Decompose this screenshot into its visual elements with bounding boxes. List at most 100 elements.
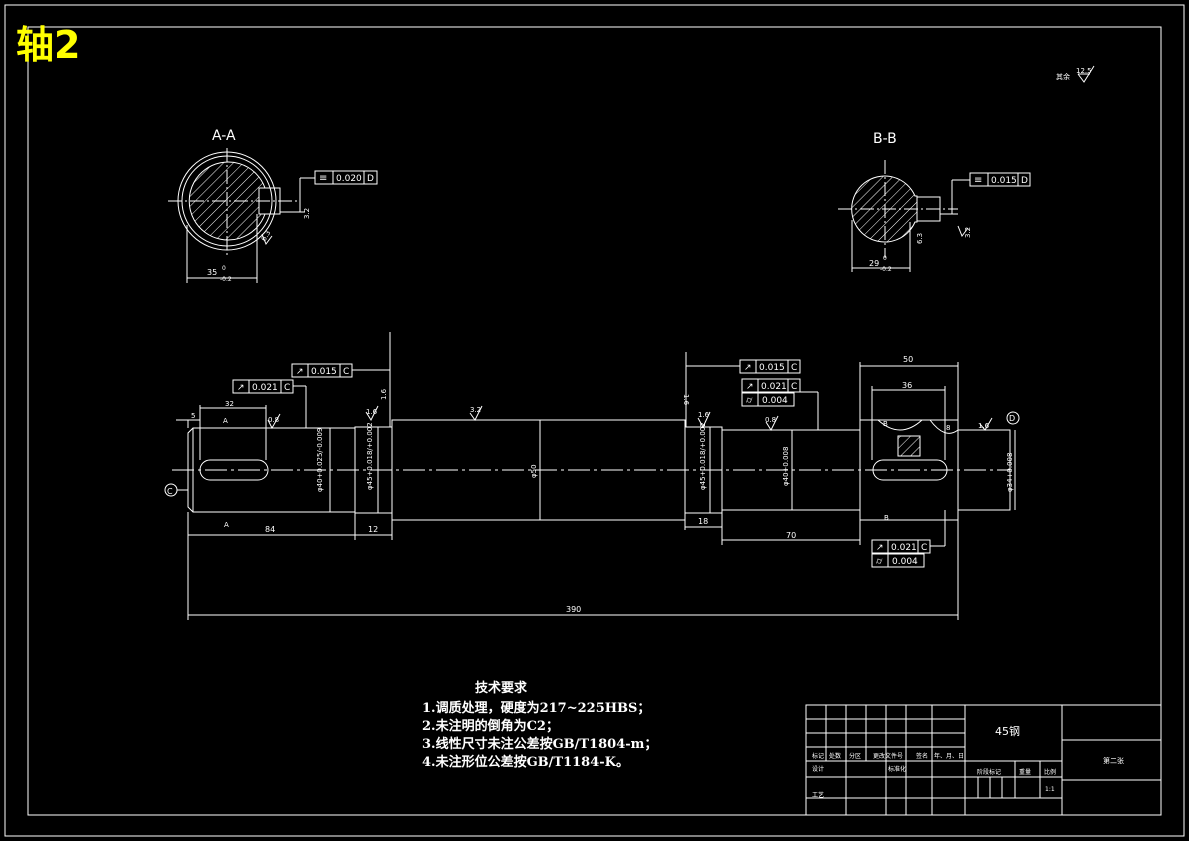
section-a-label: A-A bbox=[212, 128, 236, 144]
svg-text:B: B bbox=[883, 420, 888, 428]
svg-text:⌭: ⌭ bbox=[876, 557, 883, 567]
svg-text:D: D bbox=[367, 174, 374, 184]
svg-text:A: A bbox=[223, 417, 228, 425]
svg-text:8: 8 bbox=[946, 424, 950, 432]
tol-left-1: ↗ 0.021 C bbox=[232, 379, 307, 428]
svg-text:比例: 比例 bbox=[1044, 768, 1056, 776]
tech-req-item: 4.未注形位公差按GB/T1184-K。 bbox=[422, 754, 629, 770]
svg-text:φ34+0.008: φ34+0.008 bbox=[1006, 453, 1014, 492]
svg-text:36: 36 bbox=[902, 381, 912, 390]
svg-text:D: D bbox=[1009, 414, 1015, 423]
svg-text:工艺: 工艺 bbox=[812, 791, 824, 799]
section-a-a: A-A 35 0 -0.2 ≡ 0.020 D 3.2 6.3 bbox=[168, 128, 378, 283]
svg-text:C: C bbox=[921, 543, 927, 553]
svg-text:0.015: 0.015 bbox=[759, 363, 785, 373]
svg-text:1:1: 1:1 bbox=[1045, 786, 1055, 793]
svg-text:φ40+0.025/-0.009: φ40+0.025/-0.009 bbox=[316, 428, 324, 492]
svg-text:29: 29 bbox=[869, 259, 879, 268]
tol-right-2: ↗ 0.021 C ⌭ 0.004 bbox=[741, 378, 819, 430]
svg-text:↗: ↗ bbox=[876, 543, 884, 553]
svg-text:12: 12 bbox=[368, 525, 378, 534]
title-block: 45钢 第二张 标记 处数 分区 更改文件号 签名 年、月、日 设计 标准化 阶… bbox=[805, 704, 1162, 816]
svg-text:32: 32 bbox=[225, 400, 234, 408]
svg-text:1.6: 1.6 bbox=[698, 411, 710, 419]
dim-total: 390 bbox=[566, 605, 581, 614]
svg-text:84: 84 bbox=[265, 525, 275, 534]
svg-text:↗: ↗ bbox=[744, 363, 752, 373]
outer-border bbox=[4, 4, 1185, 837]
svg-text:0.004: 0.004 bbox=[892, 557, 918, 567]
drawing-title: 轴2 bbox=[16, 23, 80, 67]
tech-req-heading: 技术要求 bbox=[475, 680, 528, 696]
svg-text:5: 5 bbox=[191, 412, 195, 420]
svg-text:其余: 其余 bbox=[1056, 72, 1070, 81]
svg-text:处数: 处数 bbox=[829, 752, 841, 760]
svg-text:标记: 标记 bbox=[812, 752, 824, 760]
svg-text:18: 18 bbox=[698, 517, 708, 526]
inner-frame bbox=[27, 26, 1162, 816]
svg-text:更改文件号: 更改文件号 bbox=[873, 752, 903, 760]
svg-text:≡: ≡ bbox=[319, 173, 327, 184]
svg-text:阶段标记: 阶段标记 bbox=[977, 768, 1001, 776]
tech-requirements: 技术要求 1.调质处理，硬度为217~225HBS； 2.未注明的倒角为C2； … bbox=[422, 680, 657, 770]
svg-text:设计: 设计 bbox=[812, 765, 824, 773]
svg-text:0.020: 0.020 bbox=[336, 174, 362, 184]
svg-text:↗: ↗ bbox=[296, 367, 304, 377]
svg-text:70: 70 bbox=[786, 531, 796, 540]
svg-text:6.3: 6.3 bbox=[260, 229, 272, 243]
svg-text:签名: 签名 bbox=[916, 752, 928, 760]
sheet-number: 第二张 bbox=[1103, 756, 1124, 765]
shaft-main-view: 390 84 12 18 70 50 36 8 5 32 φ40+0.025/-… bbox=[164, 332, 1020, 620]
svg-text:0.004: 0.004 bbox=[762, 396, 788, 406]
tech-req-item: 3.线性尺寸未注公差按GB/T1804-m； bbox=[422, 736, 657, 752]
svg-text:1.6: 1.6 bbox=[366, 408, 378, 416]
svg-text:分区: 分区 bbox=[849, 752, 861, 760]
svg-text:0.015: 0.015 bbox=[311, 367, 337, 377]
svg-text:≡: ≡ bbox=[974, 175, 982, 186]
svg-text:-0.2: -0.2 bbox=[220, 276, 232, 283]
svg-text:0.021: 0.021 bbox=[252, 383, 278, 393]
svg-text:3.2: 3.2 bbox=[470, 406, 481, 414]
svg-text:0.021: 0.021 bbox=[891, 543, 917, 553]
section-b-label: B-B bbox=[873, 131, 897, 147]
roughness-rest: 其余 12.5 bbox=[1056, 65, 1095, 83]
svg-text:φ45+0.018/+0.002: φ45+0.018/+0.002 bbox=[699, 422, 707, 490]
svg-text:D: D bbox=[1021, 176, 1028, 186]
svg-text:0.015: 0.015 bbox=[991, 176, 1017, 186]
section-b-b: B-B 29 0 -0.2 ≡ 0.015 D 3.2 6.3 bbox=[838, 131, 1031, 273]
tol-left-2: ↗ 0.015 C bbox=[291, 332, 391, 427]
svg-text:3.2: 3.2 bbox=[964, 227, 972, 238]
svg-text:C: C bbox=[343, 367, 349, 377]
svg-text:12.5: 12.5 bbox=[1076, 67, 1092, 75]
tol-right-1: ↗ 0.015 C bbox=[685, 352, 801, 427]
svg-text:0.021: 0.021 bbox=[761, 382, 787, 392]
material: 45钢 bbox=[995, 725, 1020, 738]
svg-text:0: 0 bbox=[222, 265, 226, 272]
svg-text:3.2: 3.2 bbox=[303, 208, 311, 219]
svg-text:6.3: 6.3 bbox=[916, 233, 924, 244]
svg-text:A: A bbox=[224, 521, 229, 529]
svg-text:↗: ↗ bbox=[237, 383, 245, 393]
svg-text:φ50: φ50 bbox=[530, 464, 538, 478]
svg-text:C: C bbox=[284, 383, 290, 393]
svg-text:1.6: 1.6 bbox=[380, 388, 388, 400]
svg-text:年、月、日: 年、月、日 bbox=[934, 752, 964, 760]
svg-text:-0.2: -0.2 bbox=[880, 266, 892, 273]
svg-text:0: 0 bbox=[883, 255, 887, 262]
svg-text:0.8: 0.8 bbox=[765, 416, 776, 424]
tech-req-item: 1.调质处理，硬度为217~225HBS； bbox=[422, 700, 650, 716]
svg-text:C: C bbox=[167, 487, 173, 496]
svg-text:↗: ↗ bbox=[746, 382, 754, 392]
svg-text:B: B bbox=[884, 514, 889, 522]
svg-text:φ45+0.018/+0.002: φ45+0.018/+0.002 bbox=[366, 422, 374, 490]
svg-text:1.6: 1.6 bbox=[978, 422, 990, 430]
svg-text:50: 50 bbox=[903, 355, 913, 364]
svg-text:φ40+0.008: φ40+0.008 bbox=[782, 447, 790, 486]
svg-text:0.8: 0.8 bbox=[268, 416, 279, 424]
svg-text:C: C bbox=[791, 382, 797, 392]
tech-req-item: 2.未注明的倒角为C2； bbox=[422, 718, 559, 734]
svg-text:35: 35 bbox=[207, 268, 217, 277]
svg-text:标准化: 标准化 bbox=[888, 765, 906, 773]
svg-text:⌭: ⌭ bbox=[746, 396, 753, 406]
